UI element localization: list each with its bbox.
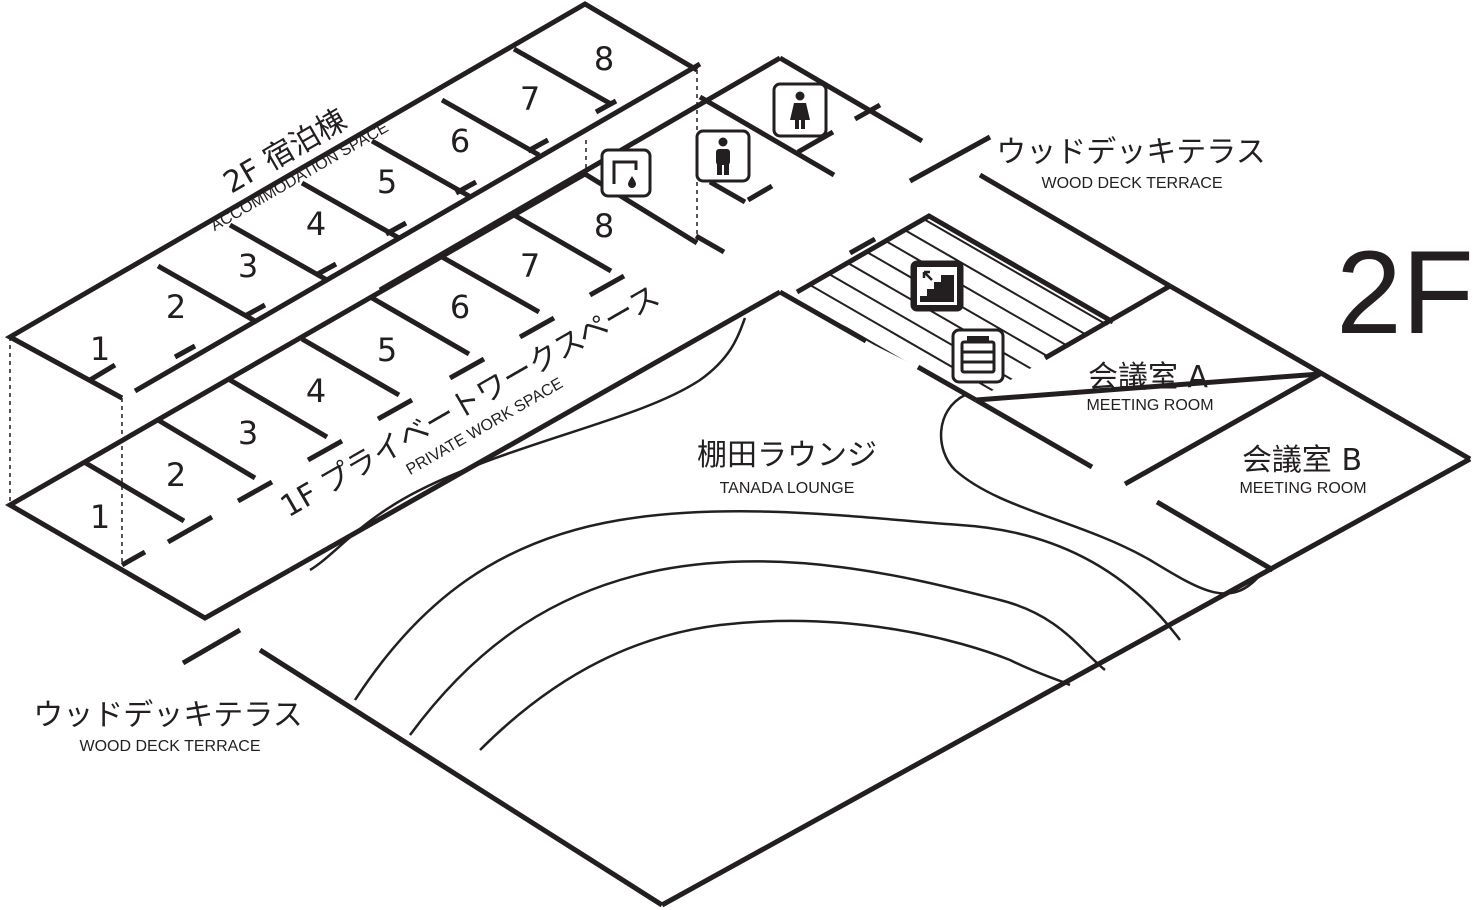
room-number: 1 <box>90 330 110 368</box>
meeting-b-name-en: MEETING ROOM <box>1239 480 1366 497</box>
terrace-upper-name-en: WOOD DECK TERRACE <box>1041 175 1222 192</box>
meeting-room-a-label: 会議室 A MEETING ROOM <box>1086 360 1213 414</box>
lounge-name-jp: 棚田ラウンジ <box>697 438 877 473</box>
room-number: 1 <box>90 498 110 536</box>
room-number: 5 <box>377 163 397 201</box>
room-divider <box>512 46 613 107</box>
floor-label: 2F <box>1336 227 1474 359</box>
male-restroom-icon <box>695 129 751 183</box>
accommodation-room-numbers: 1 2 3 4 5 6 7 8 <box>90 40 614 368</box>
room-divider <box>156 417 257 481</box>
accommodation-title: 2F 宿泊棟 ACCOMMODATION SPACE <box>208 103 392 235</box>
female-restroom-icon <box>772 82 828 138</box>
right-wing <box>181 55 1472 908</box>
copier-icon <box>951 328 1005 384</box>
room-number: 6 <box>450 288 470 326</box>
room-number: 8 <box>594 40 614 78</box>
room-number: 2 <box>166 288 186 326</box>
sink-icon <box>600 148 652 198</box>
terrace-upper-label: ウッドデッキテラス WOOD DECK TERRACE <box>996 135 1265 192</box>
room-number: 3 <box>238 414 258 452</box>
room-divider <box>512 212 613 274</box>
private-work-title-jp: 1F プライベートワークスペース <box>275 279 666 525</box>
lounge-label: 棚田ラウンジ TANADA LOUNGE <box>697 438 877 497</box>
room-divider <box>300 180 401 241</box>
room-number: 4 <box>306 372 326 410</box>
meeting-b-name-jp: 会議室 B <box>1242 443 1362 478</box>
room-divider <box>440 97 541 158</box>
private-work-room-numbers: 1 2 3 4 5 6 7 8 <box>90 207 614 536</box>
stairs-icon <box>910 260 964 312</box>
room-divider <box>300 336 401 398</box>
terrace-lower-name-jp: ウッドデッキテラス <box>33 698 302 733</box>
room-number: 5 <box>377 331 397 369</box>
room-divider <box>440 254 541 315</box>
meeting-a-name-en: MEETING ROOM <box>1086 397 1213 414</box>
room-divider <box>82 459 186 524</box>
meeting-a-name-jp: 会議室 A <box>1088 360 1209 395</box>
room-divider <box>228 222 329 283</box>
room-number: 8 <box>594 207 614 245</box>
room-divider <box>370 138 471 199</box>
room-number: 7 <box>520 247 540 285</box>
room-divider <box>156 263 257 324</box>
terrace-upper-name-jp: ウッドデッキテラス <box>996 135 1265 170</box>
lounge-name-en: TANADA LOUNGE <box>720 480 855 497</box>
room-number: 3 <box>238 247 258 285</box>
room-number: 6 <box>450 122 470 160</box>
room-divider <box>370 295 471 357</box>
meeting-room-b-label: 会議室 B MEETING ROOM <box>1239 443 1366 497</box>
room-number: 4 <box>306 205 326 243</box>
lounge-contours <box>309 317 1261 751</box>
terrace-lower-label: ウッドデッキテラス WOOD DECK TERRACE <box>33 698 302 755</box>
accommodation-block <box>4 1 702 565</box>
room-divider <box>88 362 117 383</box>
room-divider <box>228 377 329 440</box>
terrace-lower-name-en: WOOD DECK TERRACE <box>79 738 260 755</box>
room-number: 7 <box>520 80 540 118</box>
room-number: 2 <box>166 456 186 494</box>
